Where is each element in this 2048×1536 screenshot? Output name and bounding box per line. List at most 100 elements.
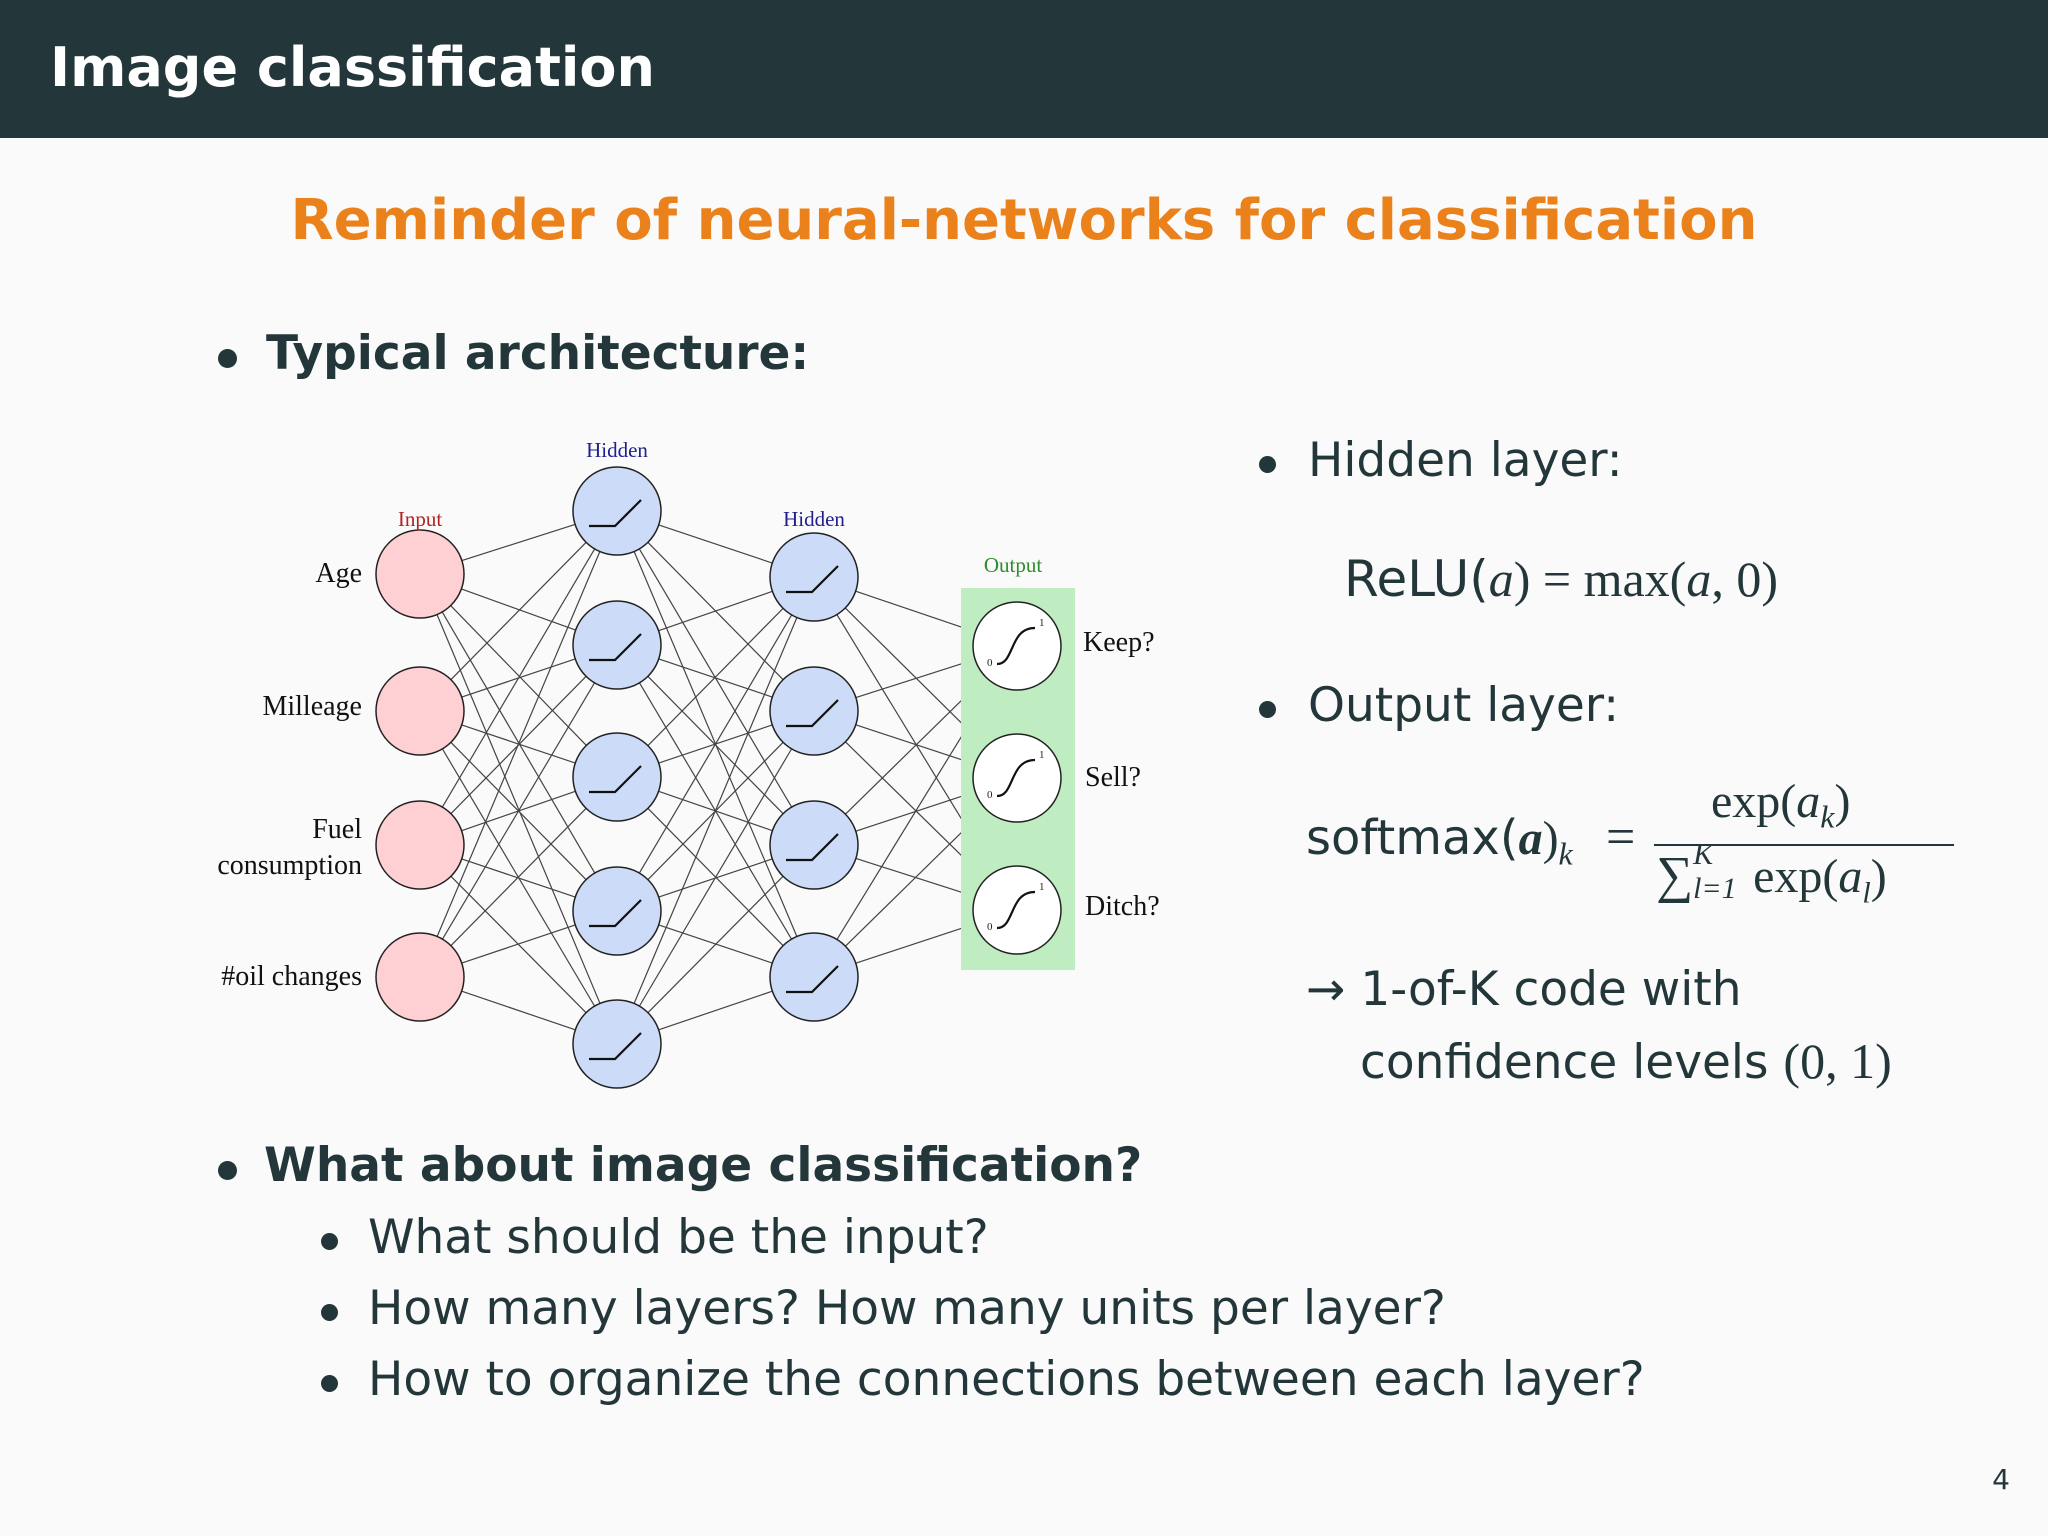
sigmoid-tick-high: 1 [1039,881,1045,893]
slide-subtitle: Reminder of neural-networks for classifi… [290,188,1758,253]
input-neuron [375,529,465,619]
connection-edge [845,676,986,815]
relu-glyph [786,565,839,594]
input-layer-label: Input [398,507,442,531]
connection-edge [461,523,576,562]
header-bar: Image classification [0,0,2048,138]
confidence-levels-text: confidence levels (0, 1) [1360,1033,1892,1090]
connection-edge [441,748,596,1007]
connection-edge [638,682,793,940]
bullet-output-layer: Output layer: [1259,678,1620,733]
connection-edge [450,541,587,681]
network-edges [436,523,995,1031]
input-label-milleage: Milleage [262,691,362,722]
sigmoid-neuron: 10 [972,865,1062,955]
softmax-numerator: exp(ak) [1711,775,1851,835]
input-label-age: Age [315,558,362,589]
sigmoid-glyph [996,626,1036,666]
sigmoid-tick-low: 0 [987,921,993,933]
input-neuron [375,666,465,756]
bullet-dot [321,1375,338,1392]
connection-edge [450,807,587,947]
connection-edge [647,675,784,815]
sub-bullet-connections: How to organize the connections between … [321,1352,1645,1407]
output-layer-band [961,588,1075,970]
bullet-hidden-layer: Hidden layer: [1259,433,1623,488]
bullet-dot [218,349,237,368]
connection-edge [647,541,784,681]
relu-glyph [589,633,642,662]
relu-formula: ReLU(a) = max(a, 0) [1344,550,1778,608]
sigmoid-tick-high: 1 [1039,749,1045,761]
softmax-fraction-bar [1654,844,1954,846]
bullet-typical-architecture: Typical architecture: [218,326,810,381]
sigmoid-tick-high: 1 [1039,617,1045,629]
input-label-oil-changes: #oil changes [221,961,362,992]
output-label-keep: Keep? [1083,627,1155,658]
connection-edge [845,741,986,880]
sigmoid-glyph [996,758,1036,798]
connection-edge [855,923,976,964]
output-label-ditch: Ditch? [1085,891,1160,922]
connection-edge [450,675,587,815]
relu-glyph [786,833,839,862]
connection-edge [461,724,576,764]
connection-edge [855,857,976,898]
connection-edge [461,790,576,832]
connection-edge [461,858,576,898]
connection-edge [647,875,784,1014]
connection-edge [450,875,587,1014]
connection-edge [658,990,773,1031]
relu-glyph [589,1032,642,1061]
relu-neuron [572,732,662,822]
input-label-consumption: consumption [217,850,362,881]
connection-edge [647,741,784,881]
connection-edge [855,658,976,699]
bullet-text: What should be the input? [368,1210,989,1265]
sub-bullet-input: What should be the input? [321,1210,989,1265]
softmax-denominator: ∑ K l=1 exp(al) [1656,838,1887,910]
connection-edge [633,551,798,937]
hidden-layer-2-label: Hidden [783,507,845,531]
connection-edge [441,611,596,874]
bullet-text: Typical architecture: [266,326,810,381]
connection-edge [441,682,596,940]
relu-neuron [572,999,662,1089]
hidden-layer-1-label: Hidden [586,438,648,462]
bullet-text: Output layer: [1308,678,1620,733]
connection-edge [461,658,576,698]
bullet-dot [321,1304,338,1321]
connection-edge [658,524,773,564]
sub-bullet-layers: How many layers? How many units per laye… [321,1281,1446,1336]
bullet-text: Hidden layer: [1308,433,1623,488]
sigmoid-glyph [996,890,1036,930]
connection-edge [658,658,773,698]
relu-neuron [572,466,662,556]
connection-edge [845,808,986,947]
output-layer-label: Output [984,553,1043,577]
connection-edge [450,741,587,881]
page-number: 4 [1992,1463,2010,1496]
bullet-dot [1259,456,1276,473]
bullet-dot [1259,701,1276,718]
connection-edge [836,683,995,940]
connection-edge [658,590,773,632]
network-labels: InputHiddenHiddenOutputAgeMilleageFuelco… [217,438,1159,992]
input-neuron [375,932,465,1022]
sigmoid-neuron: 10 [972,733,1062,823]
sigmoid-tick-low: 0 [987,789,993,801]
connection-edge [855,724,976,765]
connection-edge [647,607,784,747]
bullet-dot [218,1161,237,1180]
input-label-fuel: Fuel [312,814,362,845]
softmax-formula: softmax(a)k = exp(ak) ∑ K l=1 exp(al) [1306,775,2006,910]
bullet-text: How to organize the connections between … [368,1352,1645,1407]
relu-glyph [589,499,642,528]
connection-edge [855,590,976,633]
softmax-equals: = [1606,809,1636,866]
sigmoid-neuron: 10 [972,601,1062,691]
relu-neuron [572,600,662,690]
relu-glyph [786,965,839,994]
one-of-k-text: → 1-of-K code with [1306,962,1742,1017]
